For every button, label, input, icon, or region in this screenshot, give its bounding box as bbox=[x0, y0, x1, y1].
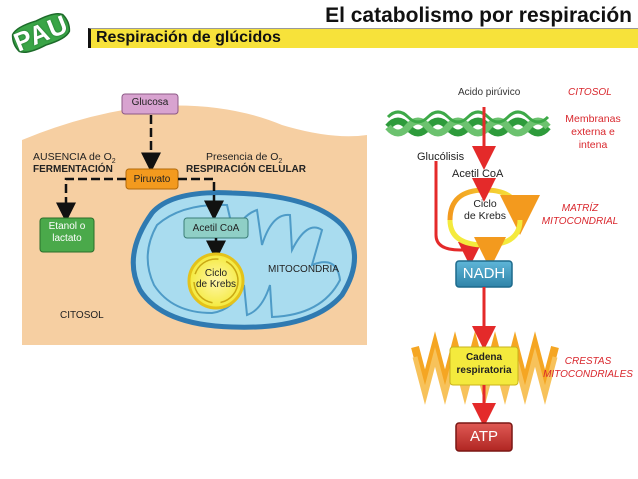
glucolysis-arrow bbox=[434, 161, 482, 266]
left-diagram bbox=[22, 93, 367, 345]
acetil-label-left: Acetil CoA bbox=[192, 223, 240, 234]
pau-badge: PAU bbox=[6, 6, 76, 61]
acido-piruvico-label: Acido pirúvico bbox=[458, 87, 521, 98]
page-title: El catabolismo por respiración bbox=[325, 4, 632, 27]
krebs-cycle-arrow bbox=[193, 258, 239, 304]
acetil-label-right: Acetil CoA bbox=[452, 168, 504, 180]
nadh-label: NADH bbox=[462, 265, 506, 282]
mitochondrion-outer bbox=[130, 190, 357, 330]
glucosa-label: Glucosa bbox=[131, 97, 169, 108]
glucosa-box bbox=[121, 93, 179, 115]
ausencia-label: AUSENCIA de O2 bbox=[33, 151, 116, 166]
mitochondrion-cristae bbox=[146, 203, 342, 319]
krebs-circle bbox=[187, 252, 245, 310]
pau-badge-label: PAU bbox=[9, 8, 73, 58]
atp-box bbox=[455, 422, 513, 452]
fermentation-arrow bbox=[56, 177, 126, 223]
respiration-arrow bbox=[178, 177, 224, 221]
krebs-cycle-bottom bbox=[447, 219, 523, 248]
mitocondria-label: MITOCONDRIA bbox=[268, 264, 339, 275]
fermentacion-label: FERMENTACIÓN bbox=[33, 164, 113, 175]
piruvato-label: Piruvato bbox=[133, 174, 171, 185]
right-diagram bbox=[385, 107, 559, 452]
respiracion-label: RESPIRACIÓN CELULAR bbox=[186, 164, 307, 175]
glucolisis-label: Glucólisis bbox=[417, 151, 465, 163]
etanol-box bbox=[39, 217, 95, 253]
atp-label: ATP bbox=[469, 428, 499, 445]
membrane-helix bbox=[385, 110, 551, 137]
citosol-label-left: CITOSOL bbox=[60, 310, 104, 321]
subtitle-bar bbox=[88, 28, 638, 48]
citosol-label-right: CITOSOL bbox=[568, 87, 612, 98]
page-subtitle: Respiración de glúcidos bbox=[96, 29, 281, 46]
pau-badge-shape bbox=[11, 12, 71, 54]
presencia-label: Presencia de O2 bbox=[206, 151, 283, 166]
